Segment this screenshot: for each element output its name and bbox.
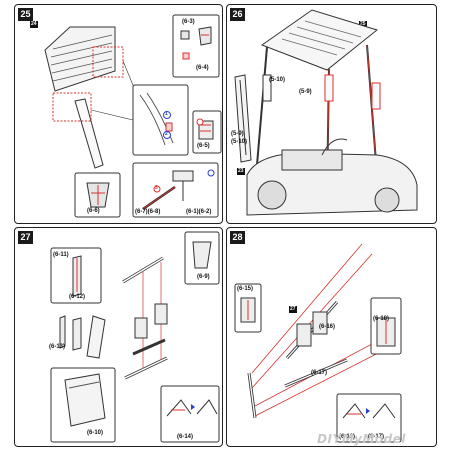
label-6-7-6-8: (6-7)(6-8) bbox=[135, 209, 161, 215]
label-6-13: (6-13) bbox=[49, 344, 66, 350]
step-26-number: 26 bbox=[230, 8, 245, 21]
label-5-10-top: (5-10) bbox=[269, 77, 286, 83]
label-6-4: (6-4) bbox=[196, 65, 209, 71]
watermark-diymymodel: DIYMyModel bbox=[317, 432, 406, 446]
label-6-1-6-2: (6-1)(6-2) bbox=[186, 209, 212, 215]
part-ref-23: 23 bbox=[237, 168, 245, 175]
label-6-18: (6-18) bbox=[373, 316, 390, 322]
part-ref-25: 25 bbox=[359, 21, 367, 28]
callout-number-2: 2 bbox=[165, 131, 168, 137]
label-6-16-main: (6-16) bbox=[319, 324, 336, 330]
part-ref-24: 24 bbox=[30, 21, 38, 28]
label-5-10-side: (5-10) bbox=[231, 139, 248, 145]
step-25-number: 25 bbox=[18, 8, 33, 21]
step-27-panel: 27 (6-11) (6-12) (6-13) (6-10) bbox=[14, 227, 223, 447]
label-6-3: (6-3) bbox=[182, 19, 195, 25]
step-28-number: 28 bbox=[230, 231, 245, 244]
step-27-number: 27 bbox=[18, 231, 33, 244]
step-26-panel: 26 25 23 (5-10) (5-9) (5-9) (5-10) bbox=[226, 4, 437, 224]
label-6-11: (6-11) bbox=[53, 252, 69, 258]
step-25-drawing bbox=[44, 14, 222, 218]
step-27-drawing bbox=[50, 231, 220, 443]
label-5-9-side: (5-9) bbox=[231, 131, 244, 137]
label-6-15: (6-15) bbox=[237, 286, 254, 292]
step-25-panel: 25 24 bbox=[14, 4, 223, 224]
label-6-5: (6-5) bbox=[197, 143, 210, 149]
callout-number-3: 3 bbox=[155, 185, 158, 191]
label-6-17-detail: (6-17) bbox=[368, 434, 385, 440]
step-28-drawing bbox=[234, 243, 402, 443]
label-6-9: (6-9) bbox=[197, 274, 210, 280]
part-ref-27: 27 bbox=[289, 306, 297, 313]
label-6-10: (6-10) bbox=[87, 430, 104, 436]
label-6-6: (6-6) bbox=[87, 208, 100, 214]
step-28-panel: 28 27 (6-15) (6-16) (6-17) (6-18) (6-16)… bbox=[226, 227, 437, 447]
label-6-16-detail: (6-16) bbox=[339, 434, 356, 440]
step-26-drawing bbox=[234, 9, 418, 216]
label-6-14: (6-14) bbox=[177, 434, 194, 440]
callout-number-1: 1 bbox=[165, 111, 168, 117]
label-6-17-main: (6-17) bbox=[311, 370, 328, 376]
label-5-9-top: (5-9) bbox=[299, 89, 312, 95]
label-6-12: (6-12) bbox=[69, 294, 86, 300]
